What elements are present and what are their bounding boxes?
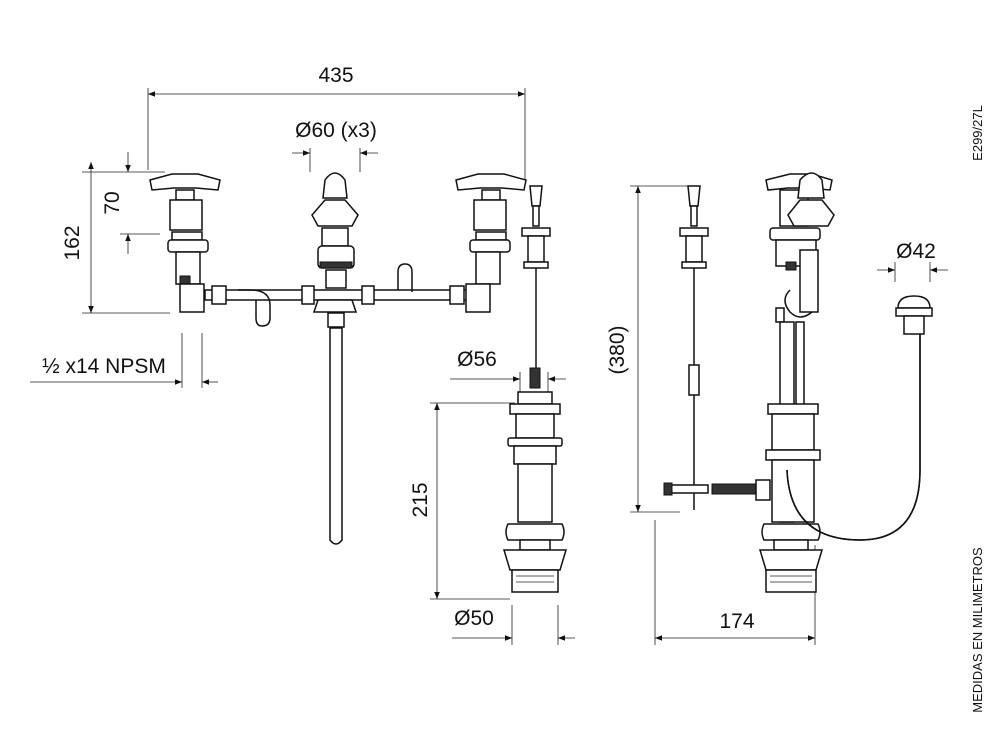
center-spout-body (311, 172, 359, 545)
dim-side-depth: 174 (719, 610, 754, 633)
dim-drain-height: 215 (409, 482, 432, 517)
dim-total-width: 435 (318, 64, 353, 87)
dim-drain-bottom-diameter: Ø50 (454, 607, 494, 630)
dim-spout-diameter: Ø42 (896, 240, 936, 263)
front-view-faucet-set (149, 172, 527, 545)
units-note: MEDIDAS EN MILIMETROS (970, 547, 985, 713)
dim-side-height: (380) (606, 325, 629, 374)
drawing-code: E299/27L (970, 105, 985, 161)
dim-handle-diameter: Ø60 (x3) (295, 119, 377, 142)
dimension-lines (30, 88, 948, 645)
side-view-assembly (663, 172, 933, 593)
dim-overall-height: 162 (61, 225, 84, 260)
dim-handle-height: 70 (101, 191, 124, 214)
right-cross-handle-valve (455, 173, 527, 313)
dim-thread: ½ x14 NPSM (42, 355, 166, 378)
left-cross-handle-valve (149, 173, 221, 313)
dim-drain-top-diameter: Ø56 (457, 348, 497, 371)
popup-drain-front (502, 185, 568, 593)
